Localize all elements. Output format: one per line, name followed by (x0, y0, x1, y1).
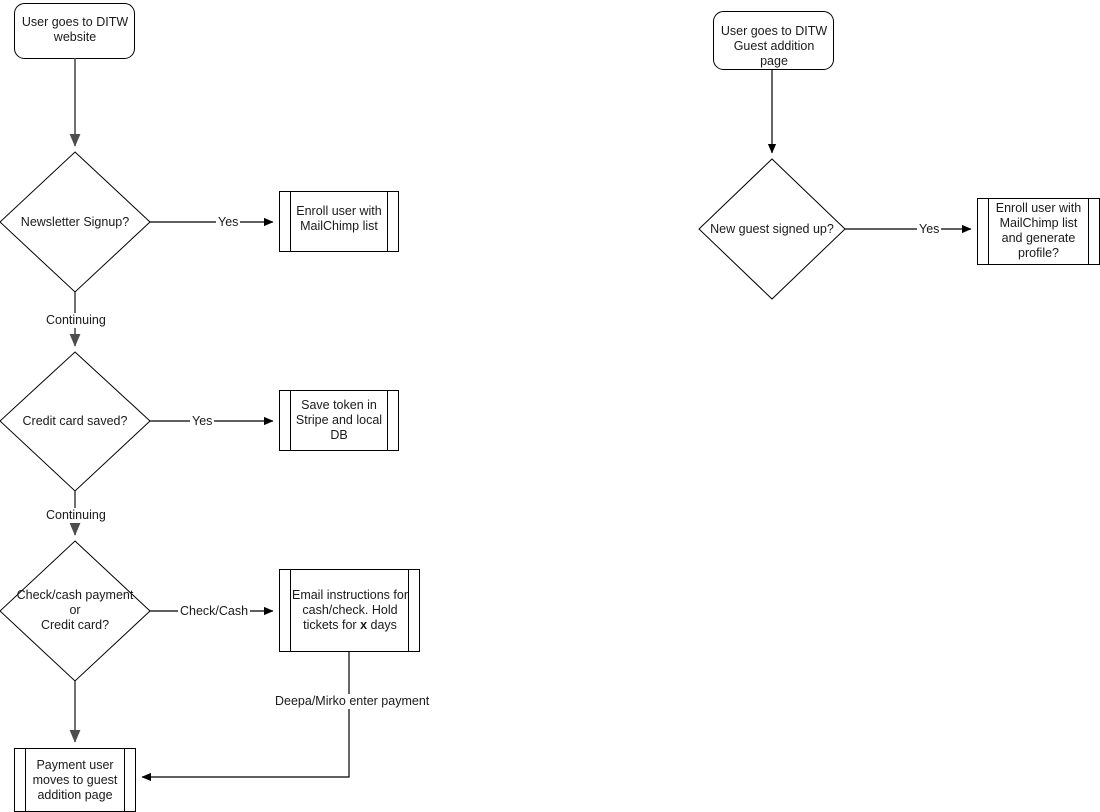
edge-email-to-paymentuser (141, 651, 350, 782)
start-node-shape (14, 3, 135, 59)
edge-label-credit-card-yes: Yes (190, 414, 215, 429)
process-payment-user-shape (14, 748, 136, 812)
process-save-token-shape (279, 390, 399, 451)
edge-label-newsletter-yes: Yes (216, 215, 241, 230)
process-enroll-generate-shape (977, 198, 1100, 265)
decision-newsletter-shape (0, 151, 151, 293)
decision-new-guest-shape (698, 158, 846, 300)
right-start-node-shape (713, 11, 834, 70)
edge-label-check-cash: Check/Cash (178, 604, 251, 619)
process-email-instructions-shape (279, 569, 420, 652)
decision-payment-type-shape (0, 540, 151, 682)
edge-label-newsletter-continuing: Continuing (44, 313, 108, 328)
edge-label-new-guest-yes: Yes (917, 222, 942, 237)
decision-credit-card-shape (0, 351, 151, 492)
edge-label-credit-card-continuing: Continuing (44, 508, 108, 523)
process-enroll-mailchimp-shape (279, 191, 399, 252)
edge-label-deepa-mirko: Deepa/Mirko enter payment (273, 694, 432, 709)
